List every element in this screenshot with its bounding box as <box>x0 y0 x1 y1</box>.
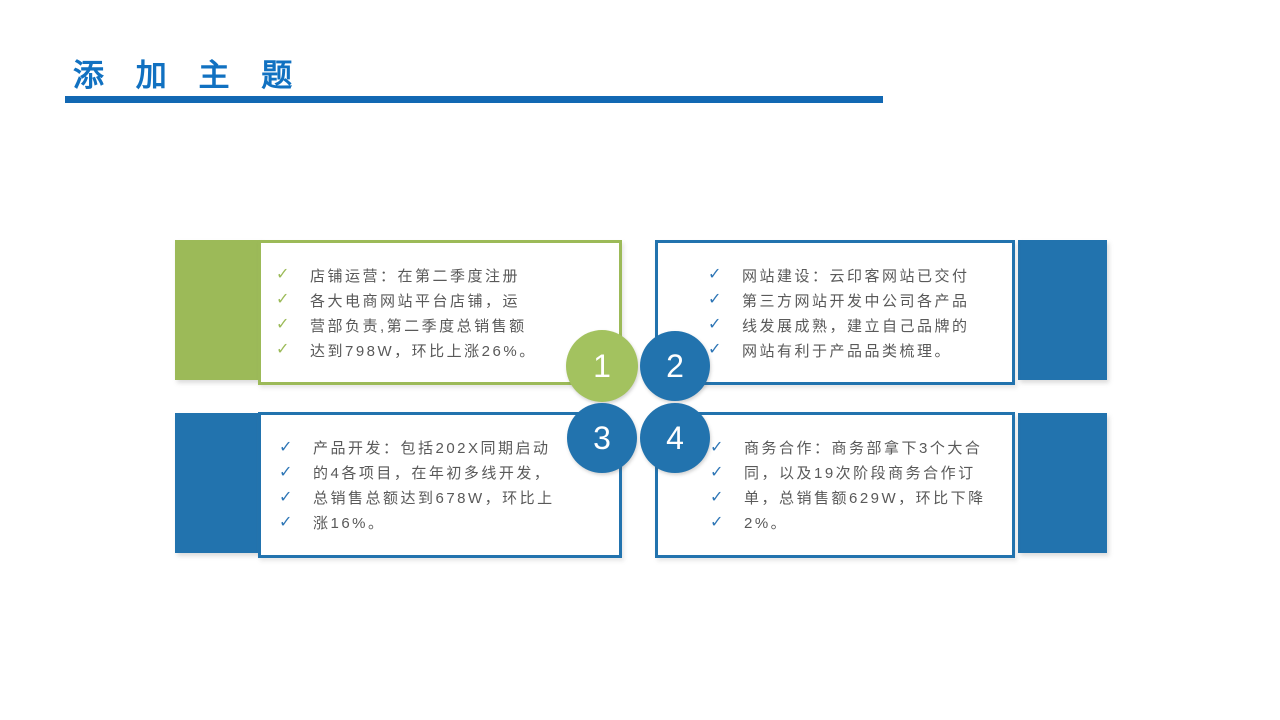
topic-2-text: 线发展成熟，建立自己品牌的 <box>742 317 970 335</box>
number-badge-1: 1 <box>566 330 638 402</box>
check-icon: ✓ <box>710 438 724 456</box>
check-icon: ✓ <box>279 438 293 456</box>
topic-3-line: ✓ 涨16%。 <box>279 510 619 535</box>
topic-2-text: 网站有利于产品品类梳理。 <box>742 342 953 360</box>
check-icon: ✓ <box>708 291 722 308</box>
topic-4-line: ✓ 单，总销售额629W，环比下降 <box>710 485 1012 510</box>
check-icon: ✓ <box>279 513 293 531</box>
topic-4-line: ✓ 商务合作：商务部拿下3个大合 <box>710 435 1012 460</box>
title-underline <box>65 96 883 103</box>
topic-3-text: 产品开发：包括202X同期启动 <box>313 440 551 457</box>
topic-panel-2: ✓ 网站建设：云印客网站已交付 ✓ 第三方网站开发中公司各产品 ✓ 线发展成熟，… <box>655 240 1015 385</box>
topic-4-text: 商务合作：商务部拿下3个大合 <box>744 440 983 457</box>
topic-2-line: ✓ 线发展成熟，建立自己品牌的 <box>708 313 1012 338</box>
topic-1-line: ✓ 店铺运营：在第二季度注册 <box>276 263 619 288</box>
check-icon: ✓ <box>708 316 722 333</box>
topic-2-line: ✓ 网站建设：云印客网站已交付 <box>708 263 1012 288</box>
accent-block-2 <box>1018 240 1107 380</box>
check-icon: ✓ <box>279 463 293 481</box>
topic-2-line: ✓ 第三方网站开发中公司各产品 <box>708 288 1012 313</box>
topic-panel-4: ✓ 商务合作：商务部拿下3个大合 ✓ 同，以及19次阶段商务合作订 ✓ 单，总销… <box>655 412 1015 558</box>
check-icon: ✓ <box>708 341 722 358</box>
check-icon: ✓ <box>710 513 724 531</box>
topic-4-text: 同，以及19次阶段商务合作订 <box>744 465 976 482</box>
page-title: 添 加 主 题 <box>73 58 305 93</box>
check-icon: ✓ <box>279 488 293 506</box>
check-icon: ✓ <box>710 488 724 506</box>
topic-3-text: 的4各项目，在年初多线开发， <box>313 465 552 482</box>
topic-4-text: 2%。 <box>744 515 789 532</box>
topic-panel-1: ✓ 店铺运营：在第二季度注册 ✓ 各大电商网站平台店铺，运 ✓ 营部负责,第二季… <box>258 240 622 385</box>
accent-block-3 <box>175 413 262 553</box>
topic-4-line: ✓ 2%。 <box>710 510 1012 535</box>
topic-1-line: ✓ 各大电商网站平台店铺，运 <box>276 288 619 313</box>
topic-1-line: ✓ 达到798W，环比上涨26%。 <box>276 338 619 363</box>
topic-1-text: 营部负责,第二季度总销售额 <box>310 317 527 335</box>
topic-2-text: 网站建设：云印客网站已交付 <box>742 267 970 285</box>
check-icon: ✓ <box>708 266 722 283</box>
check-icon: ✓ <box>710 463 724 481</box>
topic-3-line: ✓ 总销售总额达到678W，环比上 <box>279 485 619 510</box>
topic-2-text: 第三方网站开发中公司各产品 <box>742 292 970 310</box>
topic-1-text: 店铺运营：在第二季度注册 <box>310 267 521 285</box>
topic-panel-3: ✓ 产品开发：包括202X同期启动 ✓ 的4各项目，在年初多线开发， ✓ 总销售… <box>258 412 622 558</box>
topic-4-line: ✓ 同，以及19次阶段商务合作订 <box>710 460 1012 485</box>
topic-1-line: ✓ 营部负责,第二季度总销售额 <box>276 313 619 338</box>
topic-4-text: 单，总销售额629W，环比下降 <box>744 490 986 507</box>
number-badge-4: 4 <box>640 403 710 473</box>
number-badge-3: 3 <box>567 403 637 473</box>
check-icon: ✓ <box>276 316 290 333</box>
check-icon: ✓ <box>276 341 290 358</box>
number-badge-2: 2 <box>640 331 710 401</box>
accent-block-4 <box>1018 413 1107 553</box>
topic-3-text: 涨16%。 <box>313 515 386 532</box>
topic-3-text: 总销售总额达到678W，环比上 <box>313 490 555 507</box>
topic-1-text: 各大电商网站平台店铺，运 <box>310 292 521 310</box>
accent-block-1 <box>175 240 262 380</box>
topic-2-line: ✓ 网站有利于产品品类梳理。 <box>708 338 1012 363</box>
check-icon: ✓ <box>276 291 290 308</box>
topic-1-text: 达到798W，环比上涨26%。 <box>310 342 537 360</box>
topic-3-line: ✓ 的4各项目，在年初多线开发， <box>279 460 619 485</box>
check-icon: ✓ <box>276 266 290 283</box>
topic-3-line: ✓ 产品开发：包括202X同期启动 <box>279 435 619 460</box>
